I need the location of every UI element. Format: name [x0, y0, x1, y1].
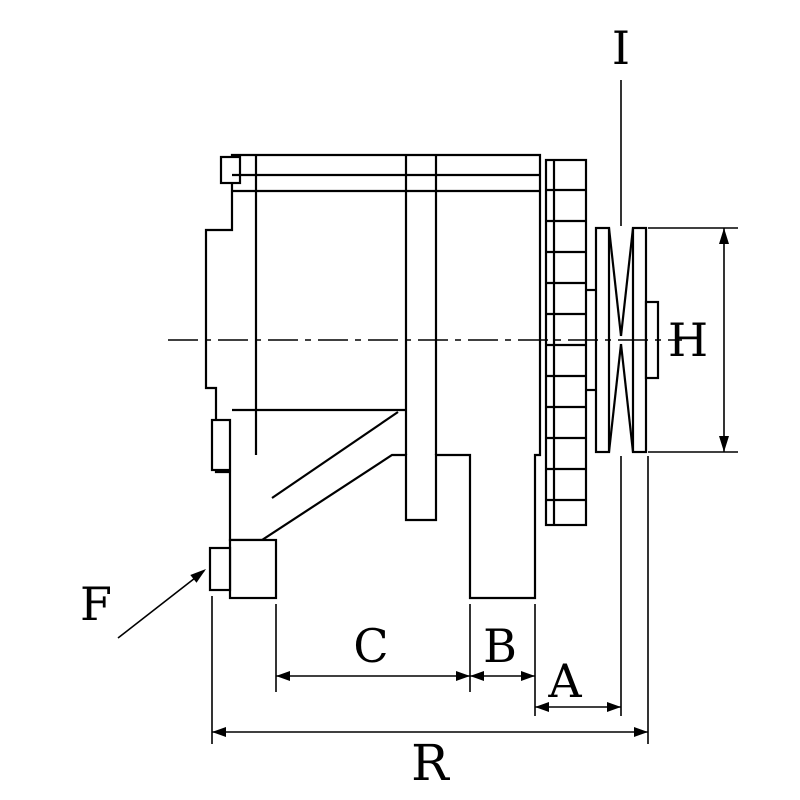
fan-outline [544, 158, 588, 527]
dim-h-arrow-down [719, 436, 729, 452]
label-b: B [483, 619, 517, 673]
dim-c-arrow-left [276, 671, 290, 681]
label-i: I [612, 21, 630, 75]
foot-boss [208, 546, 232, 592]
dim-r-arrow-left [212, 727, 226, 737]
dim-a-arrow-right [607, 702, 621, 712]
fan-ribs [544, 158, 588, 527]
dim-f-leader [117, 570, 205, 639]
top-left-tab [219, 155, 242, 185]
alternator-body [204, 153, 542, 600]
dim-b-arrow-right [521, 671, 535, 681]
dim-c-arrow-right [456, 671, 470, 681]
front-mounting-foot [228, 538, 278, 600]
pulley-groove-line [607, 343, 623, 453]
label-c: C [353, 619, 388, 673]
dim-h-arrow-up [719, 228, 729, 244]
dim-f-arrow [190, 569, 206, 583]
label-f: F [80, 577, 112, 631]
pulley-groove-line [619, 227, 635, 337]
upper-left-stub [210, 418, 232, 472]
dimensions: I H F C B A R [80, 21, 738, 792]
dim-b-arrow-left [470, 671, 484, 681]
pulley-groove-line [619, 343, 635, 453]
body-line-diagonal [271, 411, 399, 499]
pulley-groove-line [607, 227, 623, 337]
dim-a-arrow-left [535, 702, 549, 712]
label-r: R [411, 734, 450, 792]
label-a: A [547, 654, 582, 708]
label-h: H [668, 313, 708, 367]
dim-r-arrow-right [634, 727, 648, 737]
